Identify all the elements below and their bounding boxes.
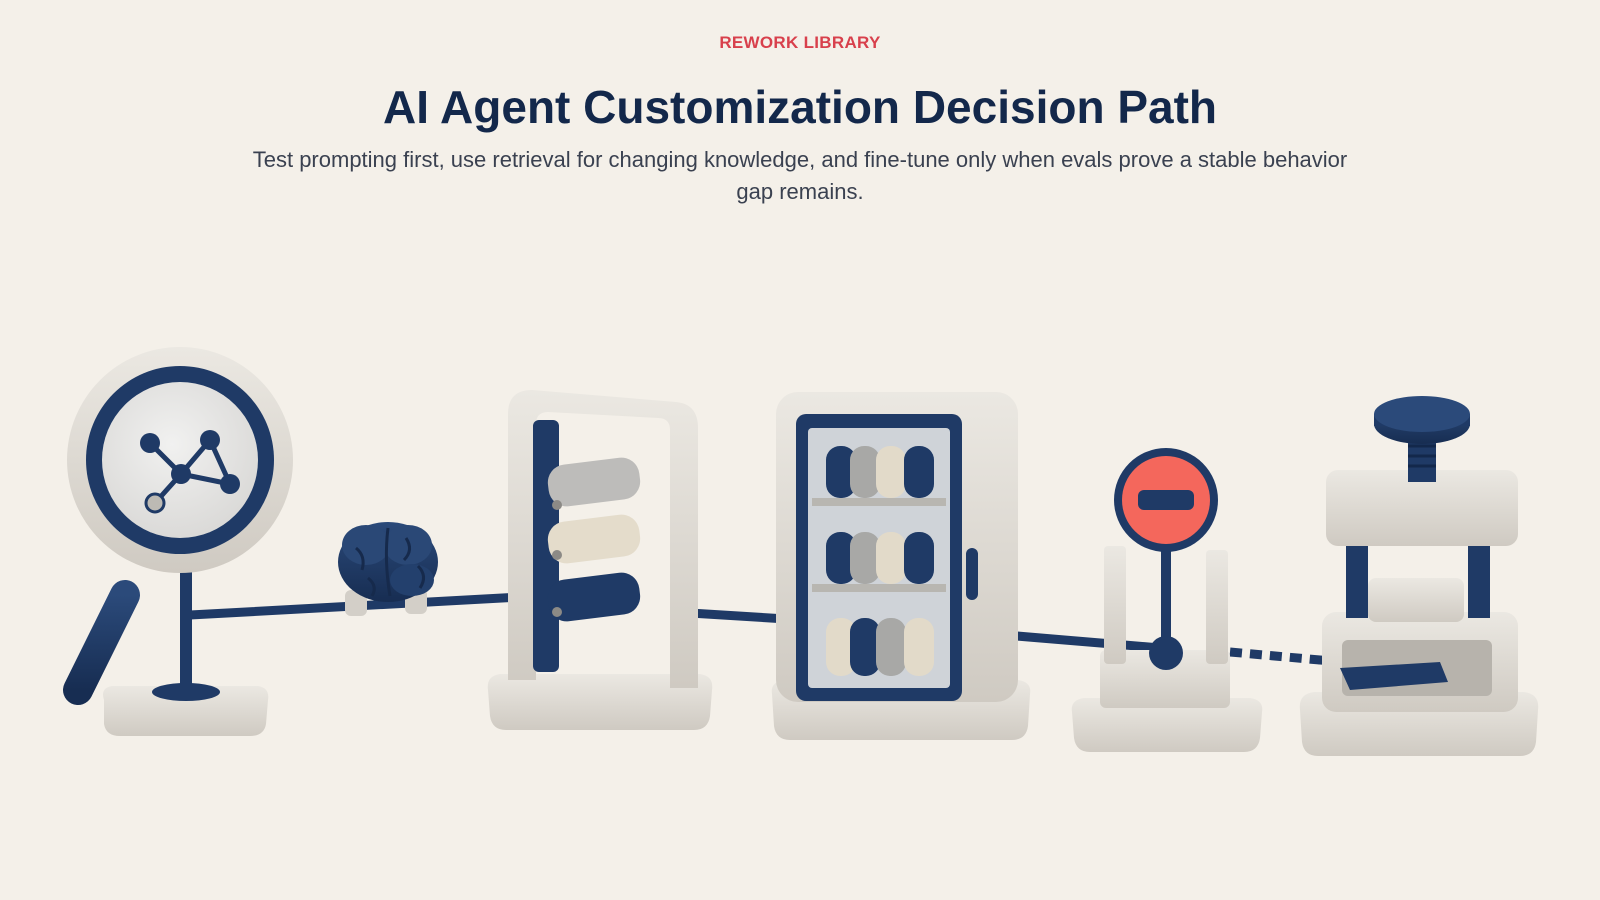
prompt-tags-frame-icon <box>487 390 713 730</box>
brain-icon <box>338 522 438 616</box>
fine-tune-press-icon <box>1299 396 1539 756</box>
knowledge-rolls <box>826 446 934 676</box>
page-title: AI Agent Customization Decision Path <box>382 81 1218 133</box>
eyebrow-label: REWORK LIBRARY <box>719 33 881 52</box>
stop-sign-icon <box>1071 448 1263 752</box>
page-subtitle: Test prompting first, use retrieval for … <box>252 147 1348 204</box>
knowledge-cabinet-icon <box>771 392 1031 740</box>
decision-path-illustration <box>63 347 1539 756</box>
magnifying-glass-network-icon <box>63 347 293 736</box>
